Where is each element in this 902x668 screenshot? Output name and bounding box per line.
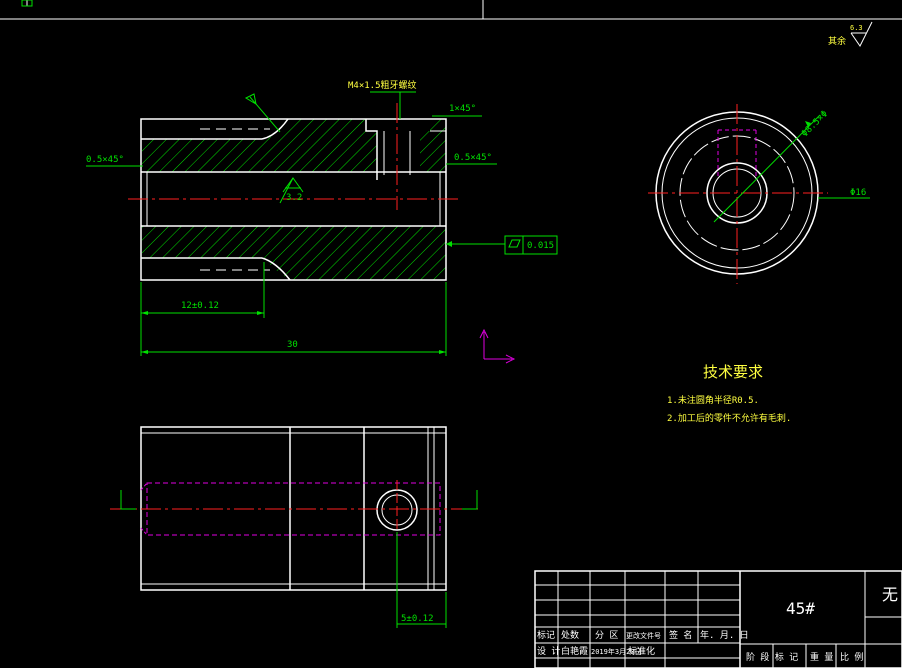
bottom-view: 5±0.12 — [110, 426, 480, 628]
tb-label-3: 更改文件号 — [626, 631, 661, 640]
tb-date: 2019年3月20日 — [591, 647, 642, 656]
thread-note: M4×1.5粗牙螺纹 — [348, 79, 417, 91]
chamfer-left: 0.5×45° — [86, 155, 124, 165]
tb-label-1: 处数 — [561, 629, 579, 641]
ucs-axis-icon — [479, 328, 516, 364]
dim-phi-bolt: Φ8.5×Φ — [800, 109, 830, 139]
tech-req-title: 技术要求 — [703, 363, 763, 381]
tb-design-label: 设 计 — [537, 645, 560, 657]
side-view: Φ8.5×Φ Φ16 — [648, 104, 870, 284]
roughness-rest-label: 其余 — [828, 35, 846, 47]
dim-12: 12±0.12 — [181, 301, 219, 311]
tb-label-0: 标记 — [537, 629, 555, 641]
tech-req-item-2: 2.加工后的零件不允许有毛刺. — [667, 412, 791, 424]
roughness-symbol-rest: 6.3 其余 — [828, 21, 873, 47]
tb-label-2: 分 区 — [595, 630, 618, 641]
roughness-top-value: 6.3 — [850, 24, 863, 32]
flatness-value: 0.015 — [527, 241, 554, 251]
dim-phi16: Φ16 — [850, 188, 866, 198]
section-view — [128, 103, 462, 281]
tb-standard: 标准化 — [628, 645, 655, 657]
drawing-frame — [0, 0, 902, 20]
tb-label-4: 签 名 — [669, 629, 692, 641]
section-annotations: M4×1.5粗牙螺纹 1×45° 0.5×45° 0.5×45° 3.2 0.0… — [86, 79, 558, 356]
tb-scale: 比 例 — [840, 651, 863, 663]
tb-stage: 阶 段 标 记 — [746, 651, 798, 663]
tb-weight: 重 量 — [810, 651, 833, 663]
title-block-text: 45# 无 标记 处数 分 区 更改文件号 签 名 年. 月. 日 设 计 白艳… — [537, 585, 898, 663]
tech-requirements: 技术要求 1.未注圆角半径R0.5. 2.加工后的零件不允许有毛刺. — [667, 363, 791, 424]
chamfer-top-right: 1×45° — [449, 104, 476, 114]
tb-label-5: 年. 月. 日 — [700, 629, 749, 641]
chamfer-right: 0.5×45° — [454, 153, 492, 163]
tech-req-item-1: 1.未注圆角半径R0.5. — [667, 394, 759, 406]
material-label: 45# — [786, 599, 815, 618]
title-partial: 无 — [882, 585, 898, 604]
dim-30: 30 — [287, 340, 298, 350]
dim-5: 5±0.12 — [401, 614, 434, 624]
title-block — [534, 570, 902, 668]
roughness-center: 3.2 — [286, 193, 302, 203]
tb-designer: 白艳霞 — [561, 645, 588, 657]
